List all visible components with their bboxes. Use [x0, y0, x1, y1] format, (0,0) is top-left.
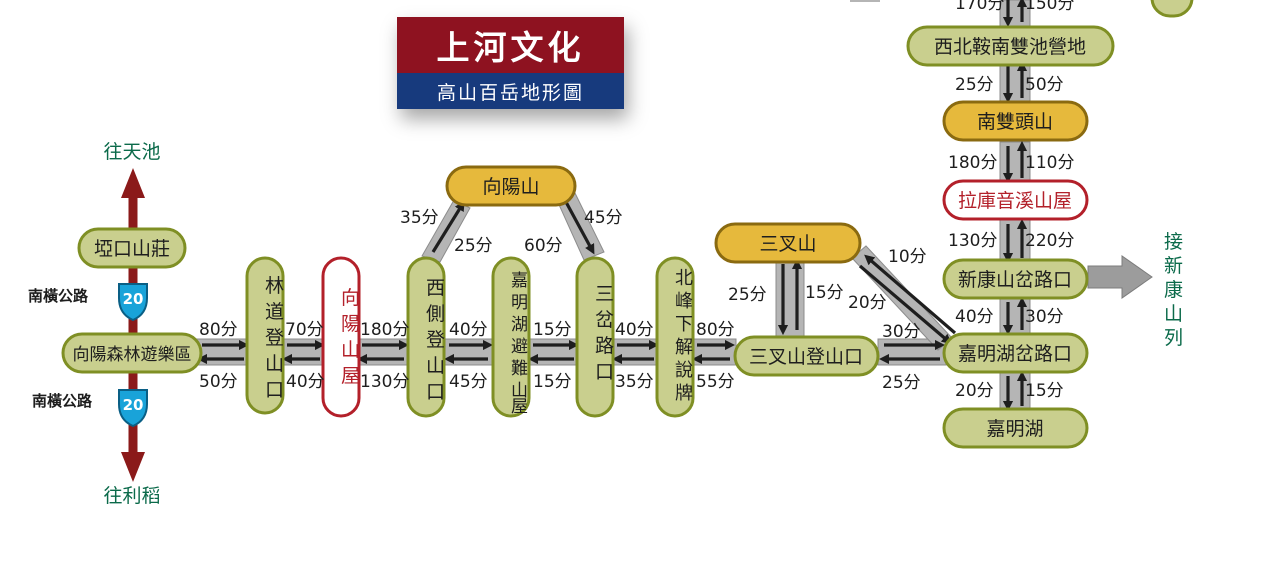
svg-text:35分: 35分 [615, 372, 654, 392]
node-xiangyang-hut-label: 向陽山屋 [341, 287, 360, 387]
node-jiaming-shelter[interactable]: 嘉明湖避難山屋 [491, 256, 531, 418]
node-sancha-trailhead[interactable]: 三叉山登山口 [733, 335, 880, 377]
svg-text:30分: 30分 [1025, 307, 1064, 327]
svg-text:60分: 60分 [524, 236, 563, 256]
svg-text:170分: 170分 [955, 0, 1004, 14]
svg-text:80分: 80分 [696, 320, 735, 340]
node-beifeng[interactable]: 北峰下解說牌 [655, 256, 695, 418]
svg-text:50分: 50分 [1025, 75, 1064, 95]
svg-text:110分: 110分 [1025, 153, 1074, 173]
road-arrow-south [121, 452, 145, 482]
svg-text:嘉明湖岔路口: 嘉明湖岔路口 [958, 343, 1072, 365]
svg-text:40分: 40分 [449, 320, 488, 340]
svg-text:130分: 130分 [360, 372, 409, 392]
node-xiangyang-forest[interactable]: 向陽森林遊樂區 [61, 332, 203, 374]
node-yakou[interactable]: 埡口山莊 [77, 227, 187, 269]
svg-text:40分: 40分 [955, 307, 994, 327]
svg-text:20分: 20分 [848, 293, 887, 313]
svg-text:20分: 20分 [955, 381, 994, 401]
road-arrow-north [121, 168, 145, 198]
svg-text:220分: 220分 [1025, 231, 1074, 251]
node-sancha-peak[interactable]: 三叉山 [714, 222, 862, 264]
direction-east: 接新康山列 [1164, 231, 1183, 349]
svg-text:15分: 15分 [533, 320, 572, 340]
svg-text:南雙頭山: 南雙頭山 [977, 111, 1053, 133]
direction-north: 往天池 [103, 141, 160, 163]
node-xiangyang-peak[interactable]: 向陽山 [445, 165, 577, 207]
east-exit-arrow [1087, 255, 1153, 299]
node-xiangyang-hut[interactable]: 向陽山屋 [321, 256, 361, 418]
svg-text:15分: 15分 [805, 283, 844, 303]
offscreen-node-edge-left [850, 0, 880, 2]
node-jiaming-fork[interactable]: 嘉明湖岔路口 [942, 332, 1089, 374]
node-xice-label: 西側登山口 [426, 277, 445, 403]
node-xice[interactable]: 西側登山口 [406, 256, 446, 418]
time-labels: 170分 150分 80分 50分 70分 40分 180分 130分 35分 … [199, 0, 1074, 401]
svg-text:向陽山: 向陽山 [482, 176, 539, 198]
svg-text:20: 20 [123, 290, 144, 308]
node-xibei-camp[interactable]: 西北鞍南雙池營地 [906, 25, 1115, 67]
svg-text:拉庫音溪山屋: 拉庫音溪山屋 [958, 190, 1072, 212]
node-sancha-fork-label: 三岔路口 [595, 283, 614, 383]
svg-text:80分: 80分 [199, 320, 238, 340]
svg-text:40分: 40分 [286, 372, 325, 392]
node-beifeng-label: 北峰下解說牌 [675, 268, 693, 404]
svg-text:50分: 50分 [199, 372, 238, 392]
svg-text:55分: 55分 [696, 372, 735, 392]
offscreen-node-edge [1150, 0, 1194, 18]
title-subtitle: 高山百岳地形圖 [397, 73, 624, 109]
svg-text:15分: 15分 [533, 372, 572, 392]
direction-south: 往利稻 [103, 485, 160, 507]
svg-text:向陽森林遊樂區: 向陽森林遊樂區 [73, 345, 192, 365]
svg-text:150分: 150分 [1025, 0, 1074, 14]
title-block: 上河文化 高山百岳地形圖 [397, 17, 624, 109]
svg-text:130分: 130分 [948, 231, 997, 251]
svg-text:25分: 25分 [454, 236, 493, 256]
svg-text:70分: 70分 [285, 320, 324, 340]
road-badge-lower: 20 [118, 389, 148, 428]
svg-text:30分: 30分 [882, 322, 921, 342]
node-nanshuangtou[interactable]: 南雙頭山 [942, 100, 1089, 142]
road-badge-upper: 20 [118, 283, 148, 322]
node-jiaming-shelter-label: 嘉明湖避難山屋 [511, 271, 528, 417]
svg-text:40分: 40分 [615, 320, 654, 340]
node-sancha-fork[interactable]: 三岔路口 [575, 256, 615, 418]
svg-text:20: 20 [123, 396, 144, 414]
svg-text:西北鞍南雙池營地: 西北鞍南雙池營地 [934, 36, 1086, 58]
svg-text:三叉山: 三叉山 [759, 233, 816, 255]
road-label-upper: 南橫公路 [28, 287, 89, 305]
svg-text:180分: 180分 [948, 153, 997, 173]
svg-text:45分: 45分 [584, 208, 623, 228]
svg-text:嘉明湖: 嘉明湖 [986, 418, 1043, 440]
svg-text:180分: 180分 [360, 320, 409, 340]
node-xinkang-fork[interactable]: 新康山岔路口 [942, 258, 1089, 300]
svg-text:三叉山登山口: 三叉山登山口 [749, 346, 863, 368]
svg-text:25分: 25分 [882, 373, 921, 393]
svg-text:45分: 45分 [449, 372, 488, 392]
title-main: 上河文化 [397, 17, 624, 73]
svg-text:10分: 10分 [888, 247, 927, 267]
route-arrows [196, 0, 1028, 412]
svg-text:15分: 15分 [1025, 381, 1064, 401]
svg-text:埡口山莊: 埡口山莊 [94, 238, 170, 260]
node-lindao-label: 林道登山口 [265, 275, 284, 401]
svg-text:新康山岔路口: 新康山岔路口 [958, 269, 1072, 291]
svg-text:35分: 35分 [400, 208, 439, 228]
svg-text:25分: 25分 [955, 75, 994, 95]
node-lindao[interactable]: 林道登山口 [245, 256, 285, 415]
road-label-lower: 南橫公路 [32, 392, 93, 410]
node-jiaming-lake[interactable]: 嘉明湖 [942, 407, 1089, 449]
svg-text:25分: 25分 [728, 285, 767, 305]
node-lakuyin-hut[interactable]: 拉庫音溪山屋 [942, 179, 1089, 221]
